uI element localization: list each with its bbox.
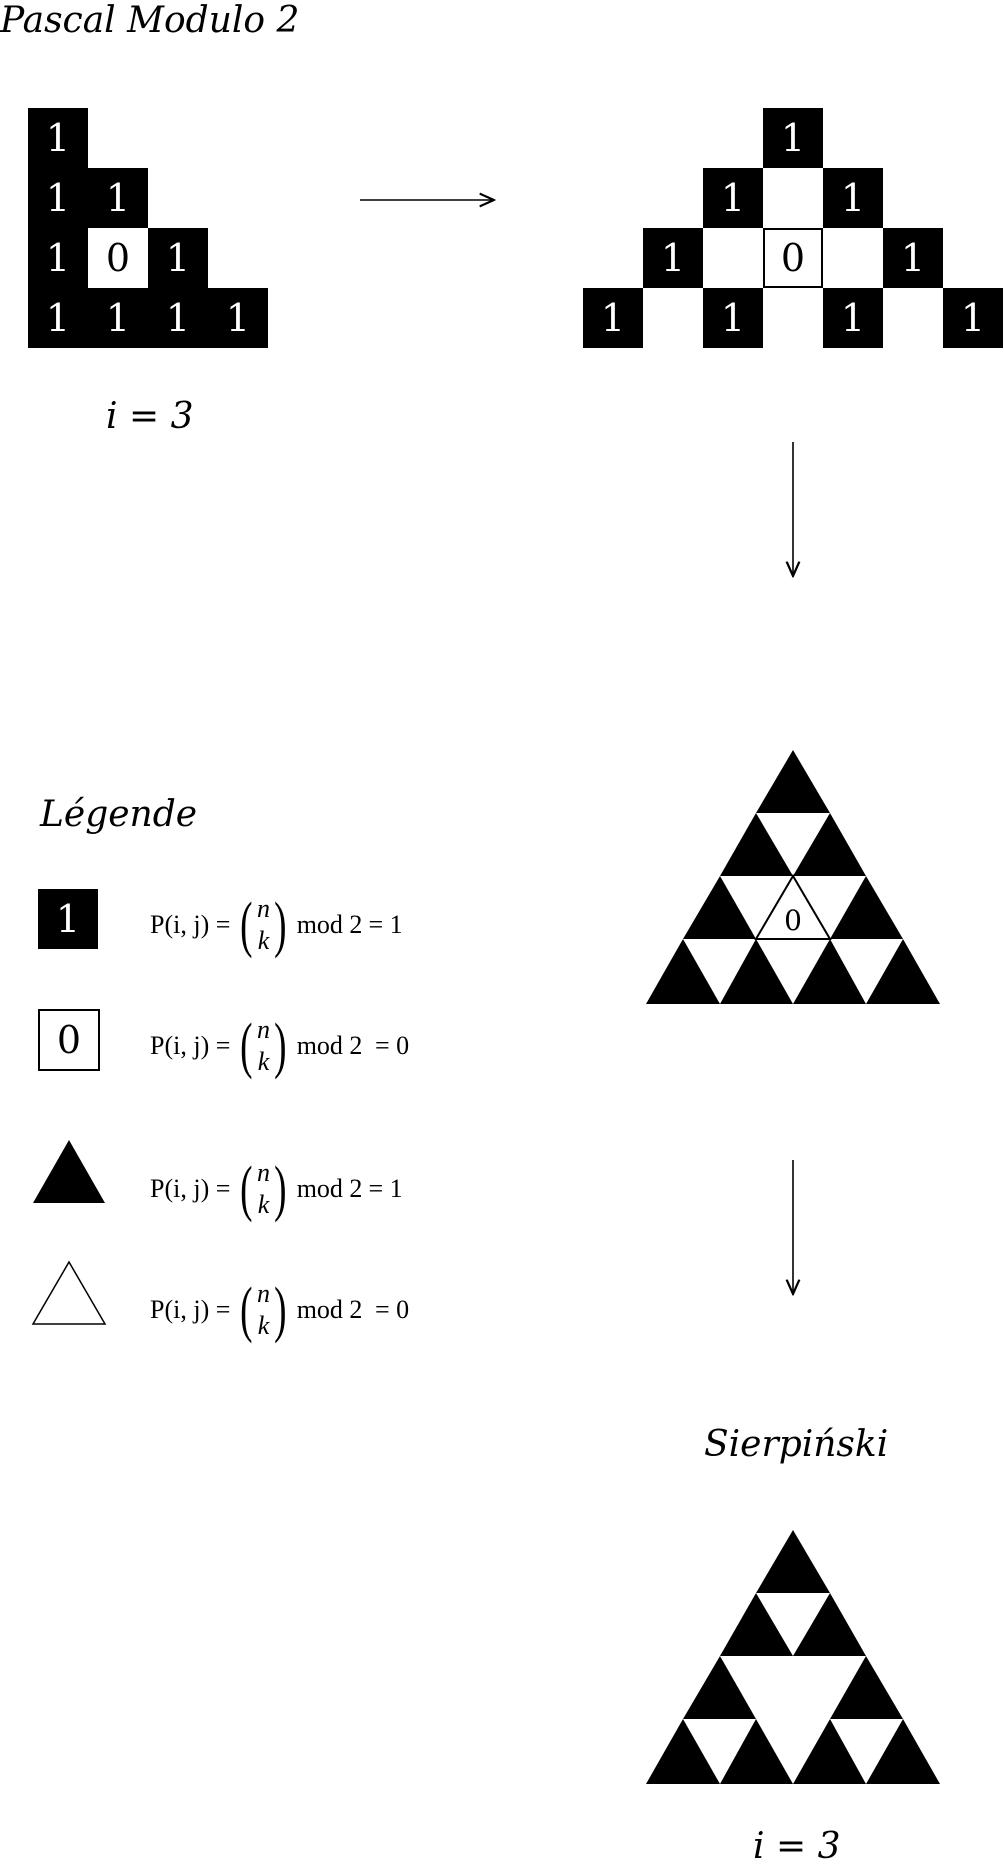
binomial-bottom: k xyxy=(257,926,270,955)
page-title: Pascal Modulo 2 xyxy=(0,0,300,41)
pascal-caption: i = 3 xyxy=(106,396,194,437)
pascal-centered-cell: 1 xyxy=(901,236,925,280)
pascal-left-cell: 1 xyxy=(46,296,70,340)
legend-white-triangle xyxy=(31,1260,107,1325)
pascal-left-cell: 1 xyxy=(166,296,190,340)
pascal-left-cell: 1 xyxy=(106,176,130,220)
formula-mod: mod 2 xyxy=(296,1295,363,1324)
pascal-centered-cell: 1 xyxy=(721,176,745,220)
sierpinski-caption: i = 3 xyxy=(753,1826,841,1867)
pascal-left-cell: 1 xyxy=(106,296,130,340)
pascal-centered-cell: 1 xyxy=(601,296,625,340)
pascal-centered-cell: 0 xyxy=(781,236,805,280)
pascal-centered-cell: 1 xyxy=(961,296,985,340)
pascal-left-cell: 0 xyxy=(106,236,130,280)
legend-symbols: 1 0 xyxy=(31,889,107,1325)
sierpinski-triangle xyxy=(646,1530,940,1784)
binomial-bottom: k xyxy=(257,1190,270,1219)
pascal-centered-cell: 1 xyxy=(841,296,865,340)
binomial-top: n xyxy=(257,1278,271,1308)
pascal-left-grid: 1 1 1 1 0 1 1 1 1 1 xyxy=(28,108,268,348)
pascal-left-cell: 1 xyxy=(46,236,70,280)
pascal-centered-grid: 1 1 1 1 0 1 1 1 1 1 xyxy=(583,108,1003,348)
binomial-bottom: k xyxy=(257,1311,270,1340)
pascal-centered-cell: 1 xyxy=(661,236,685,280)
legend-one-label: 1 xyxy=(56,897,80,941)
formula-lhs: P(i, j) = xyxy=(150,910,231,939)
pascal-left-cell: 1 xyxy=(226,296,250,340)
pascal-centered-cell: 1 xyxy=(781,116,805,160)
formula-rhs: = 1 xyxy=(368,1174,403,1203)
legend-black-square xyxy=(38,889,98,949)
formula-mod: mod 2 xyxy=(296,910,363,939)
formula-rhs: = 0 xyxy=(368,1031,410,1060)
legend-zero-label: 0 xyxy=(57,1018,81,1062)
binomial-bottom: k xyxy=(257,1047,270,1076)
formula-mod: mod 2 xyxy=(296,1031,363,1060)
legend-black-triangle xyxy=(33,1140,105,1203)
binomial-top: n xyxy=(257,893,271,923)
legend-title: Légende xyxy=(40,794,198,835)
pascal-triangle-cells: 0 xyxy=(646,750,940,1004)
formula-lhs: P(i, j) = xyxy=(150,1295,231,1324)
pascal-centered-cell: 1 xyxy=(721,296,745,340)
formula-mod: mod 2 xyxy=(296,1174,363,1203)
binomial-top: n xyxy=(257,1014,271,1044)
formula-lhs: P(i, j) = xyxy=(150,1174,231,1203)
legend-white-square xyxy=(38,1009,100,1071)
triangle-zero-label: 0 xyxy=(784,904,802,937)
formula-rhs: = 0 xyxy=(368,1295,410,1324)
pascal-left-cell: 1 xyxy=(46,116,70,160)
pascal-centered-cell: 1 xyxy=(841,176,865,220)
pascal-left-cell: 1 xyxy=(166,236,190,280)
formula-lhs: P(i, j) = xyxy=(150,1031,231,1060)
sierpinski-title: Sierpiński xyxy=(704,1424,889,1465)
pascal-left-cell: 1 xyxy=(46,176,70,220)
binomial-top: n xyxy=(257,1157,271,1187)
formula-rhs: = 1 xyxy=(368,910,403,939)
